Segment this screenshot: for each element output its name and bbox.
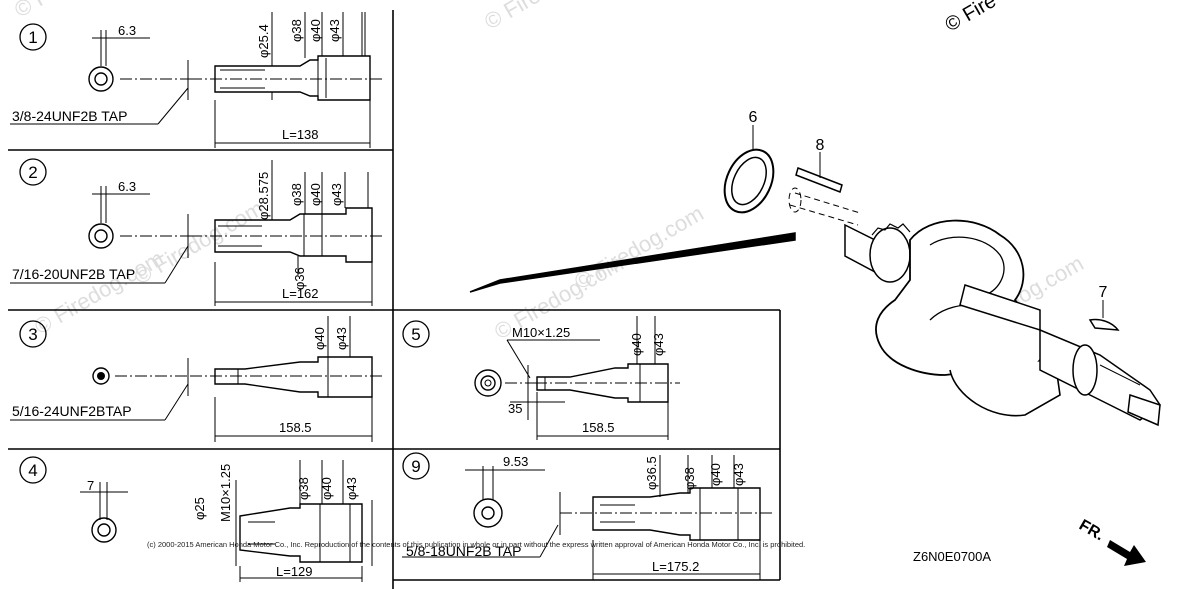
callout-6: 6	[749, 109, 758, 126]
tap-spec: 5/16-24UNF2BTAP	[12, 403, 132, 419]
panel-number-circle	[19, 320, 47, 348]
front-direction-indicator: FR.	[1076, 517, 1146, 566]
panel-9: 9 9.53 5/8-18UNF2B TAP φ36.5 φ38 φ40 φ43…	[402, 452, 775, 580]
watermark: © Firedog.com	[10, 0, 148, 22]
panel-number: 5	[411, 325, 420, 344]
length-label: L=175.2	[652, 559, 699, 574]
diameter-label: φ40	[308, 183, 323, 206]
callout-8: 8	[816, 137, 825, 154]
length-label: L=129	[276, 564, 313, 579]
length-label: L=138	[282, 127, 319, 142]
diameter-label: φ43	[651, 333, 666, 356]
panel-number-circle	[402, 452, 430, 480]
diameter-label: φ43	[329, 183, 344, 206]
panel-4: 4 7 φ25 M10×1.25 φ38 φ40 φ43 L=129	[19, 456, 373, 582]
key-width-dim: 7	[87, 478, 94, 493]
diameter-label: φ43	[731, 463, 746, 486]
diameter-label: φ38	[289, 19, 304, 42]
diameter-label: φ43	[334, 327, 349, 350]
diameter-label: φ43	[327, 19, 342, 42]
diameter-label: φ36	[292, 267, 307, 290]
front-label: FR.	[1076, 517, 1107, 545]
length-label: L=162	[282, 286, 319, 301]
panel-number-circle	[19, 158, 47, 186]
panel-number-circle	[402, 320, 430, 348]
length-label: 158.5	[279, 420, 312, 435]
tap-spec: 3/8-24UNF2B TAP	[12, 108, 127, 124]
diameter-label: φ25	[192, 497, 207, 520]
panel-number-circle	[19, 23, 47, 51]
tap-spec: 7/16-20UNF2B TAP	[12, 266, 135, 282]
copyright-notice: (c) 2000-2015 American Honda Motor Co., …	[147, 540, 805, 549]
crankshaft-illustration	[469, 125, 1162, 427]
thread-spec: M10×1.25	[512, 325, 570, 340]
panel-number-circle	[19, 456, 47, 484]
diameter-label: φ28.575	[256, 172, 271, 220]
front-arrow-icon	[1107, 540, 1146, 566]
panel-number: 3	[28, 325, 37, 344]
callout-7: 7	[1099, 284, 1108, 301]
diameter-label: φ38	[296, 477, 311, 500]
panel-frame	[8, 10, 781, 589]
diameter-label: φ36.5	[644, 456, 659, 490]
diameter-label: φ25.4	[256, 24, 271, 58]
panel-number: 4	[28, 461, 37, 480]
panel-number: 9	[411, 457, 420, 476]
key-width-dim: 6.3	[118, 23, 136, 38]
watermark-corner: © Fire	[942, 0, 1000, 36]
diameter-label: φ40	[708, 463, 723, 486]
panel-1: 1 6.3 3/8-24UNF2B TAP φ25.4 φ38 φ40 φ43	[10, 12, 385, 148]
diameter-label: φ43	[344, 477, 359, 500]
panel-number: 1	[28, 28, 37, 47]
panel-number: 2	[28, 163, 37, 182]
diameter-label: φ40	[629, 333, 644, 356]
key-width-dim: 6.3	[118, 179, 136, 194]
panel-3: 3 5/16-24UNF2BTAP φ40 φ43 158.5	[10, 316, 385, 442]
diameter-label: φ38	[289, 183, 304, 206]
watermark: © Firedog.com	[130, 195, 268, 289]
diameter-label: φ40	[319, 477, 334, 500]
diameter-label: φ38	[682, 467, 697, 490]
key-width-dim: 9.53	[503, 454, 528, 469]
panel-5: 5 M10×1.25 35 φ40 φ43 158.5	[402, 316, 680, 440]
part-code: Z6N0E0700A	[913, 549, 991, 564]
tap-spec: 5/8-18UNF2B TAP	[406, 543, 521, 559]
diameter-label: φ40	[308, 19, 323, 42]
watermark: © Firedog.com	[480, 0, 618, 34]
watermark: © Firedog.com	[570, 200, 708, 294]
diameter-label: φ40	[312, 327, 327, 350]
thread-spec: M10×1.25	[218, 464, 233, 522]
inner-length-label: 35	[508, 401, 522, 416]
length-label: 158.5	[582, 420, 615, 435]
panel-2: 2 6.3 7/16-20UNF2B TAP φ28.575 φ38 φ40 φ…	[10, 158, 385, 306]
